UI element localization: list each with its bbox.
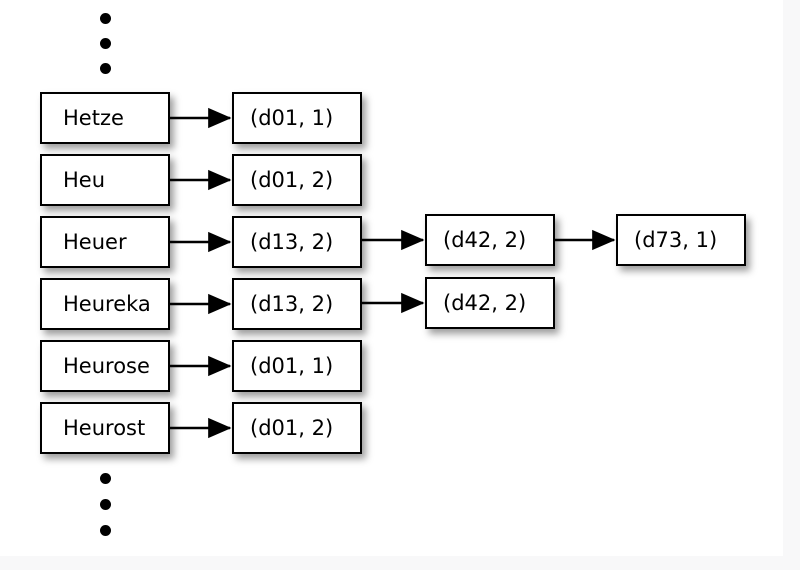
dictionary-term-node-label: Heurose bbox=[63, 353, 150, 378]
dictionary-term-node-label: Heu bbox=[63, 167, 106, 192]
dictionary-term-node[interactable]: Heurost bbox=[40, 402, 170, 454]
dictionary-term-node[interactable]: Hetze bbox=[40, 92, 170, 144]
ellipsis-top-dot bbox=[99, 62, 111, 74]
posting-node-label: (d13, 2) bbox=[250, 229, 334, 254]
posting-node-label: (d01, 2) bbox=[250, 415, 334, 440]
posting-node-label: (d73, 1) bbox=[634, 227, 718, 252]
dictionary-term-node[interactable]: Heuer bbox=[40, 216, 170, 268]
posting-node-label: (d01, 1) bbox=[250, 353, 334, 378]
ellipsis-top-dot bbox=[99, 12, 111, 24]
posting-node[interactable]: (d42, 2) bbox=[425, 277, 555, 329]
ellipsis-bottom-dot bbox=[99, 498, 111, 510]
dictionary-term-node-label: Heurost bbox=[63, 415, 146, 440]
dictionary-term-node[interactable]: Heureka bbox=[40, 278, 170, 330]
posting-node[interactable]: (d01, 2) bbox=[232, 402, 362, 454]
page-edge-bottom bbox=[0, 556, 800, 570]
dictionary-term-node[interactable]: Heu bbox=[40, 154, 170, 206]
dictionary-term-node-label: Heureka bbox=[63, 291, 151, 316]
posting-node[interactable]: (d13, 2) bbox=[232, 278, 362, 330]
posting-node-label: (d42, 2) bbox=[443, 227, 527, 252]
dictionary-term-node-label: Hetze bbox=[63, 105, 124, 130]
posting-node-label: (d01, 1) bbox=[250, 105, 334, 130]
ellipsis-top-dot bbox=[99, 37, 111, 49]
posting-node[interactable]: (d01, 2) bbox=[232, 154, 362, 206]
posting-node-label: (d01, 2) bbox=[250, 167, 334, 192]
posting-node[interactable]: (d01, 1) bbox=[232, 340, 362, 392]
posting-node[interactable]: (d13, 2) bbox=[232, 216, 362, 268]
posting-node[interactable]: (d42, 2) bbox=[425, 214, 555, 266]
dictionary-term-node-label: Heuer bbox=[63, 229, 127, 254]
page-edge-right bbox=[783, 0, 800, 570]
posting-node[interactable]: (d73, 1) bbox=[616, 214, 746, 266]
posting-node[interactable]: (d01, 1) bbox=[232, 92, 362, 144]
posting-node-label: (d42, 2) bbox=[443, 290, 527, 315]
posting-node-label: (d13, 2) bbox=[250, 291, 334, 316]
dictionary-term-node[interactable]: Heurose bbox=[40, 340, 170, 392]
ellipsis-bottom-dot bbox=[99, 472, 111, 484]
ellipsis-bottom-dot bbox=[99, 524, 111, 536]
